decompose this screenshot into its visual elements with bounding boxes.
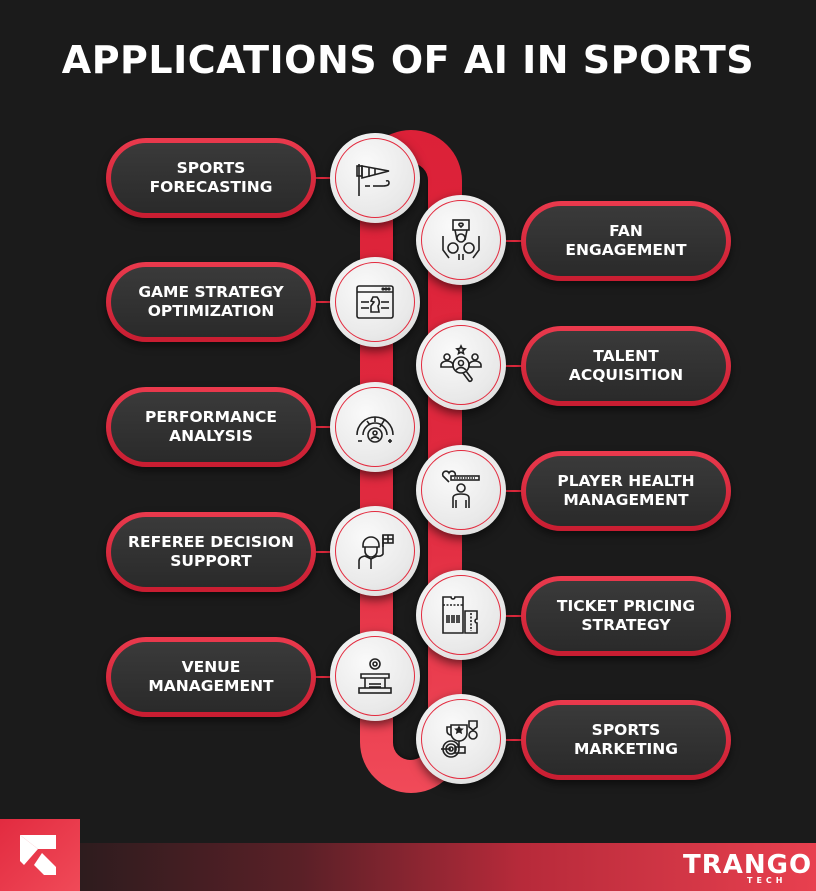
pill-performance-analysis: PERFORMANCE ANALYSIS [106,387,316,467]
talent-search-icon [440,344,482,383]
pill-label: PERFORMANCE ANALYSIS [111,392,311,462]
pill-referee-decision: REFEREE DECISION SUPPORT [106,512,316,592]
connector-line [314,177,334,179]
icon-circle [416,445,506,535]
chess-strategy-icon [356,285,394,319]
connector-line [314,551,334,553]
brand-subtitle: TECH [747,876,787,885]
connector-line [502,615,524,617]
player-health-icon [441,470,480,508]
icon-circle [416,694,506,784]
pill-venue-management: VENUE MANAGEMENT [106,637,316,717]
icon-circle [416,320,506,410]
connector-line [502,490,524,492]
pill-talent-acquisition: TALENT ACQUISITION [521,326,731,406]
trophy-target-icon [441,720,478,758]
icon-circle [330,382,420,472]
icon-circle [330,257,420,347]
ticket-icon [442,596,478,634]
pill-game-strategy: GAME STRATEGY OPTIMIZATION [106,262,316,342]
pill-label: REFEREE DECISION SUPPORT [111,517,311,587]
pill-player-health: PLAYER HEALTH MANAGEMENT [521,451,731,531]
icon-circle [330,631,420,721]
performance-gauge-icon [356,416,394,443]
pill-label: PLAYER HEALTH MANAGEMENT [526,456,726,526]
referee-flag-icon [358,534,394,569]
icon-circle [416,195,506,285]
pill-ticket-pricing: TICKET PRICING STRATEGY [521,576,731,656]
pill-fan-engagement: FAN ENGAGEMENT [521,201,731,281]
brand-logo [0,819,80,891]
pill-sports-marketing: SPORTS MARKETING [521,700,731,780]
arrow-up-left-icon [20,835,56,875]
pill-label: GAME STRATEGY OPTIMIZATION [111,267,311,337]
pill-label: TICKET PRICING STRATEGY [526,581,726,651]
connector-line [314,426,334,428]
connector-line [502,240,524,242]
pill-label: FAN ENGAGEMENT [526,206,726,276]
connector-line [314,676,334,678]
pill-label: TALENT ACQUISITION [526,331,726,401]
windsock-icon [356,164,390,196]
fans-cheering-icon [442,219,480,260]
connector-line [502,365,524,367]
connector-line [314,301,334,303]
connector-line [502,739,524,741]
footer-bar [80,843,816,891]
pill-label: VENUE MANAGEMENT [111,642,311,712]
icon-circle [330,506,420,596]
icon-circle [330,133,420,223]
venue-gear-icon [358,658,392,694]
pill-label: SPORTS MARKETING [526,705,726,775]
page-title: APPLICATIONS OF AI IN SPORTS [61,38,755,82]
pill-label: SPORTS FORECASTING [111,143,311,213]
icon-circle [416,570,506,660]
pill-sports-forecasting: SPORTS FORECASTING [106,138,316,218]
brand-name: TRANGO [683,850,813,880]
